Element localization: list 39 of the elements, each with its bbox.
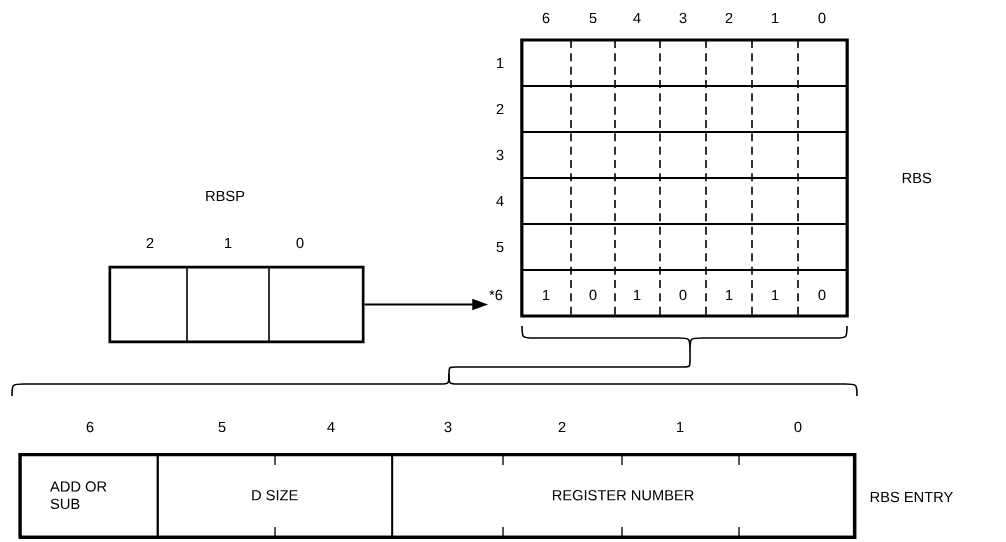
bit-number: 2 [146, 237, 154, 249]
field-cell: D SIZE [156, 453, 393, 538]
row-number: *6 [489, 289, 503, 301]
field-cell: ADD OR SUB [18, 453, 159, 538]
bit-number: 2 [725, 12, 733, 24]
row-number: 2 [496, 103, 504, 115]
bit-number: 1 [772, 12, 779, 24]
table-label: RBS [902, 172, 932, 184]
bit-value: 1 [543, 289, 550, 301]
bit-number: 2 [558, 421, 566, 433]
row-number: 5 [496, 241, 504, 253]
register-box [108, 265, 365, 344]
table-grid [520, 38, 849, 318]
bit-number: 1 [677, 421, 684, 433]
bit-number: 0 [794, 421, 802, 433]
bit-value: 1 [772, 289, 779, 301]
field-cell: REGISTER NUMBER [391, 453, 855, 538]
bit-number: 1 [225, 237, 232, 249]
row-number: 4 [496, 195, 504, 207]
bit-number: 5 [218, 421, 226, 433]
bit-number: 4 [633, 12, 641, 24]
row-number: 1 [497, 57, 504, 69]
bit-value: 0 [818, 289, 826, 301]
bit-number: 0 [296, 237, 304, 249]
register-title: RBSP [206, 190, 245, 202]
bit-value: 0 [589, 289, 597, 301]
bit-value: 1 [634, 289, 641, 301]
bit-number: 5 [589, 12, 597, 24]
entry-label: RBS ENTRY [870, 491, 953, 503]
bit-number: 3 [679, 12, 687, 24]
bit-number: 0 [818, 12, 826, 24]
bit-value: 0 [679, 289, 687, 301]
row-number: 3 [496, 149, 504, 161]
bit-number: 6 [86, 421, 94, 433]
bit-number: 3 [444, 421, 452, 433]
bit-value: 1 [726, 289, 733, 301]
bit-number: 6 [542, 12, 550, 24]
entry-box [18, 453, 857, 539]
bit-number: 4 [327, 421, 335, 433]
